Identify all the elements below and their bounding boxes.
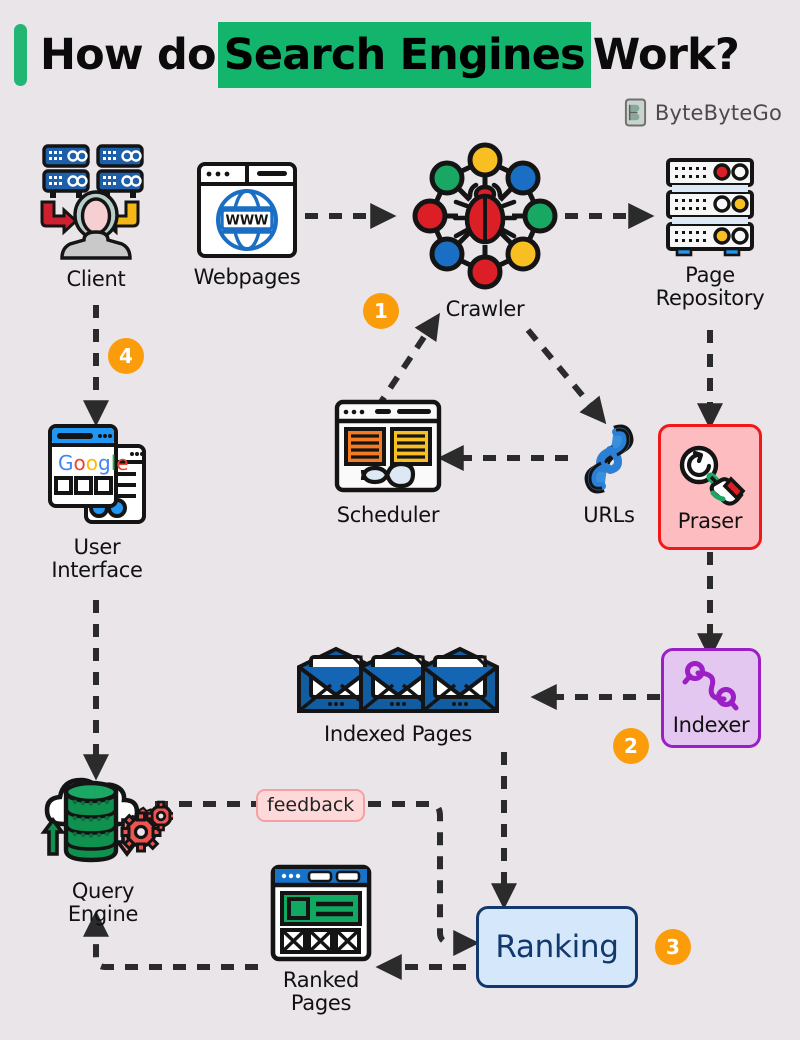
node-crawler-label: Crawler [445,297,525,321]
node-indexer[interactable]: Indexer [661,648,761,748]
server-rack-icon [662,156,758,258]
indexer-path-magnifier-icon [682,659,740,713]
feedback-label: feedback [256,789,366,822]
node-scheduler-label: Scheduler [336,503,440,527]
node-webpages-label: Webpages [193,265,301,289]
brand-name: ByteByteGo [654,100,782,125]
ranked-page-layout-icon [269,863,373,963]
node-indexed-pages-label: Indexed Pages [324,722,472,746]
user-interface-line-2: Interface [51,557,143,582]
chain-link-icon [578,420,640,498]
node-query-engine[interactable]: Query Engine [28,766,178,925]
node-ranked-pages-label: Ranked Pages [283,969,359,1014]
query-engine-line-1: Query [71,879,135,903]
node-indexed-pages[interactable]: Indexed Pages [277,645,519,746]
node-user-interface-label: User Interface [51,535,143,582]
bytebytego-logo-icon [624,98,646,127]
node-praser[interactable]: Praser [658,424,762,550]
node-client[interactable]: Client [26,140,166,291]
indexed-pages-icons [291,645,505,717]
step-badge-4: 4 [108,338,144,374]
arrow-scheduler-to-crawler [374,312,441,410]
query-engine-line-2: Engine [67,901,139,926]
step-badge-3: 3 [655,929,691,965]
title-prefix: How do [40,30,217,80]
ranked-pages-line-2: Pages [290,990,352,1015]
page-repository-line-1: Page [685,263,735,287]
svg-text:Google: Google [58,451,129,475]
cloud-database-gears-icon [33,766,173,874]
node-query-engine-label: Query Engine [68,880,138,925]
envelope-mail-icon [359,646,437,713]
scheduler-window-infinity-icon [333,398,443,498]
node-ranking[interactable]: Ranking [476,906,638,988]
parser-magnifier-hand-icon [673,441,747,509]
brand-logo: ByteByteGo [623,98,782,127]
google-search-ui-icon: Google [44,420,150,530]
node-user-interface[interactable]: Google User Interface [34,420,160,581]
envelope-mail-icon [421,646,499,713]
envelope-mail-icon [297,646,375,713]
user-interface-line-1: User [73,535,121,559]
crawler-network-bug-icon [410,140,560,292]
title-highlight: Search Engines [217,22,591,88]
node-page-repository-label: Page Repository [656,264,765,309]
page-title: How do Search Engines Work? [40,22,740,88]
node-indexer-label: Indexer [672,713,750,737]
step-badge-1: 1 [363,293,399,329]
browser-www-globe-icon: WWW [195,160,299,260]
node-client-label: Client [66,267,126,291]
page-repository-line-2: Repository [655,285,765,310]
title-accent-bar [14,24,27,86]
arrow-ranked-pages-to-query-engine [83,910,258,970]
node-crawler[interactable]: Crawler [400,140,570,321]
node-page-repository[interactable]: Page Repository [645,156,775,309]
client-servers-user-icon [32,140,160,262]
node-scheduler[interactable]: Scheduler [325,398,451,527]
node-praser-label: Praser [677,509,743,533]
title-suffix: Work? [592,30,740,80]
arrow-crawler-to-urls [525,328,607,425]
node-ranked-pages[interactable]: Ranked Pages [262,863,380,1014]
ranked-pages-line-1: Ranked [282,968,360,992]
node-urls-label: URLs [583,503,635,527]
header: How do Search Engines Work? ByteByteGo [0,0,800,140]
node-urls[interactable]: URLs [571,420,647,527]
svg-text:WWW: WWW [225,214,268,229]
node-webpages[interactable]: WWW Webpages [183,160,311,289]
step-badge-2: 2 [613,728,649,764]
node-ranking-label: Ranking [495,929,619,965]
